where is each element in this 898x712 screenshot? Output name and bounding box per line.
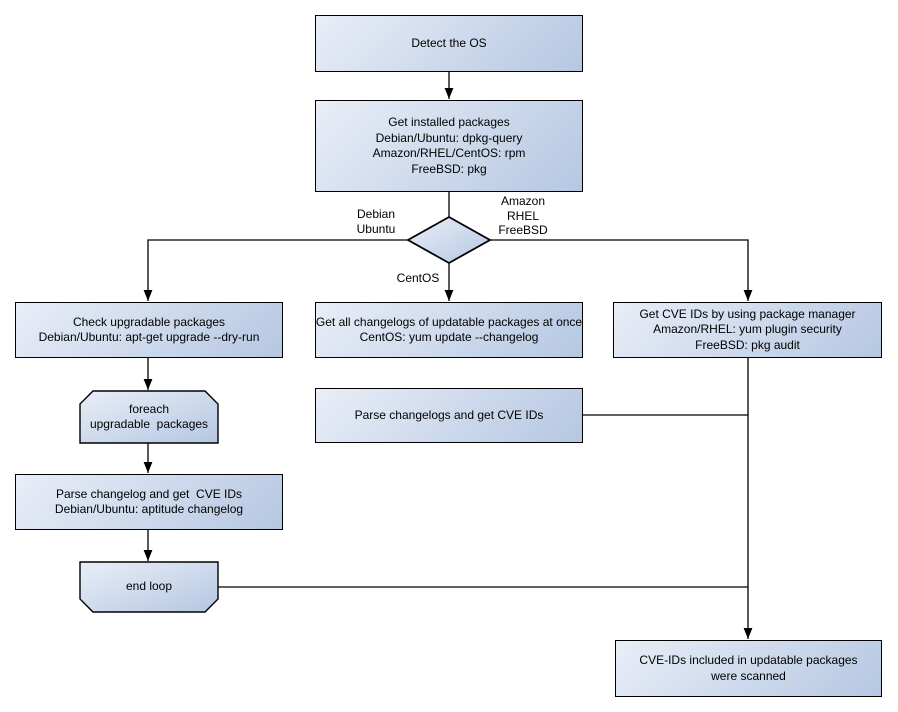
node-get-installed-packages: Get installed packages Debian/Ubuntu: dp… [315,100,583,192]
node-check-upgradable-packages: Check upgradable packages Debian/Ubuntu:… [15,302,283,358]
node-get-cve-ids-pkg-mgr-label: Get CVE IDs by using package manager Ama… [639,306,856,352]
node-detect-os-label: Detect the OS [411,35,487,50]
node-parse-changelog-left-label: Parse changelog and get CVE IDs Debian/U… [54,486,244,517]
edge-label-debian-ubuntu: Debian Ubuntu [356,207,396,236]
node-check-upgradable-packages-label: Check upgradable packages Debian/Ubuntu:… [38,314,260,345]
edge-decision-to-check-upgradable [143,239,409,301]
foreach-loop-shape [79,390,219,444]
node-parse-changelogs-mid-label: Parse changelogs and get CVE IDs [354,407,544,422]
node-scan-result: CVE-IDs included in updatable packages w… [615,640,882,697]
node-end-loop-label: end loop [125,579,173,594]
node-foreach-loop-start-label: foreach upgradable packages [89,401,209,432]
node-parse-changelog-left: Parse changelog and get CVE IDs Debian/U… [15,474,283,530]
node-scan-result-label: CVE-IDs included in updatable packages w… [639,653,858,683]
edge-decision-to-get-cve-ids [489,239,753,301]
node-get-all-changelogs: Get all changelogs of updatable packages… [315,302,583,358]
node-get-all-changelogs-label: Get all changelogs of updatable packages… [315,314,583,345]
node-foreach-loop-start: foreach upgradable packages [80,391,218,443]
edge-label-amazon-rhel-freebsd: Amazon RHEL FreeBSD [498,194,548,237]
node-detect-os: Detect the OS [315,15,583,72]
edge-label-centos: CentOS [396,271,440,285]
node-get-installed-packages-label: Get installed packages Debian/Ubuntu: dp… [372,115,526,176]
node-parse-changelogs-mid: Parse changelogs and get CVE IDs [315,388,583,443]
node-end-loop: end loop [80,562,218,612]
decision-os-diamond [406,215,492,265]
end-loop-shape [79,561,219,613]
node-get-cve-ids-pkg-mgr: Get CVE IDs by using package manager Ama… [613,302,882,358]
